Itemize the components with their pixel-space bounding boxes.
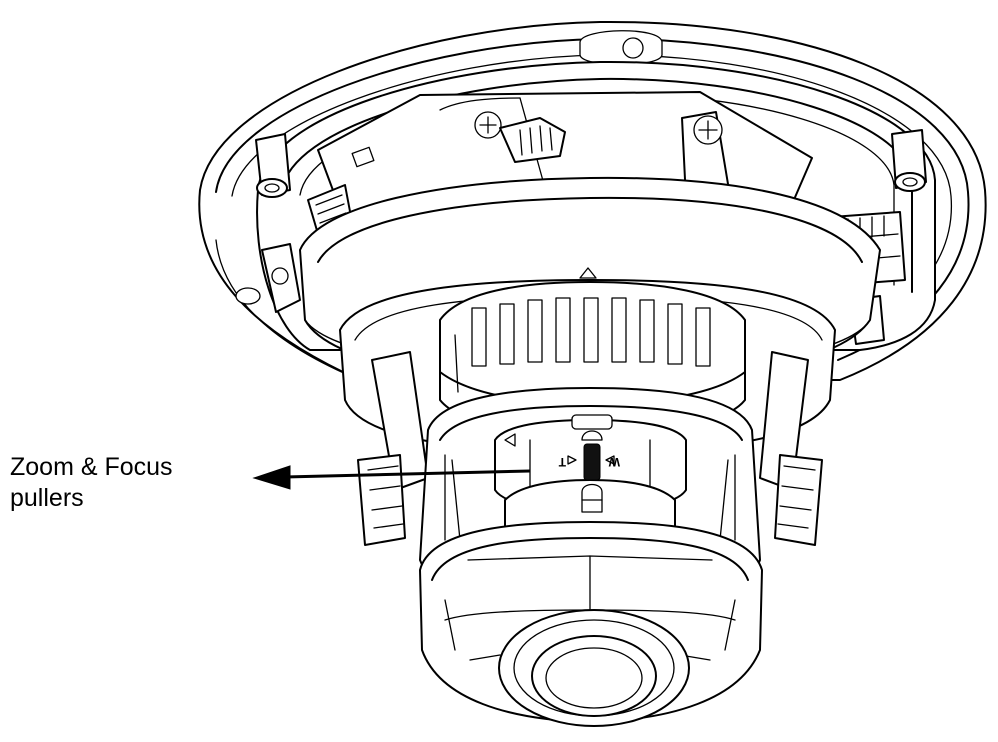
callout-line-2: pullers [10,484,84,512]
callout-line-1: Zoom & Focus [10,453,173,481]
lens-glass [498,609,690,727]
tilt-brackets [357,351,823,546]
tele-mark: T [558,455,566,469]
callout-label: Zoom & Focus pullers [10,452,173,514]
callout-arrow [252,465,531,490]
